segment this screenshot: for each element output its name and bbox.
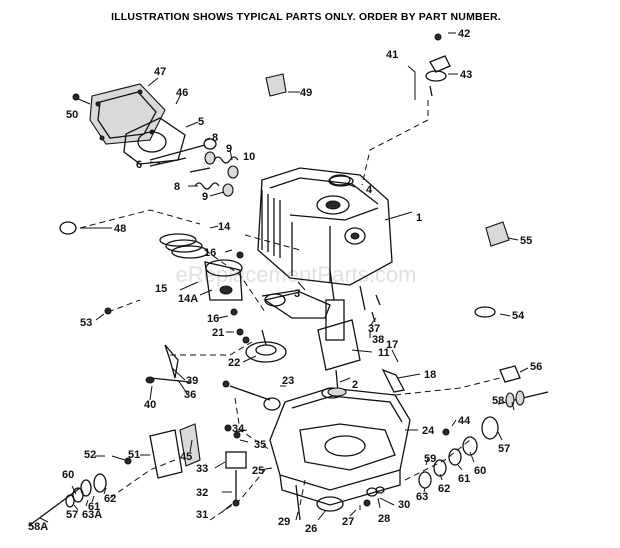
label-46: 46 <box>176 87 188 99</box>
label-21: 21 <box>212 327 224 339</box>
assembly-guide-lines <box>79 100 501 521</box>
label-16-lower: 16 <box>207 313 219 325</box>
breather-parts <box>104 307 201 479</box>
label-25: 25 <box>252 465 264 477</box>
label-8-upper: 8 <box>212 132 218 144</box>
label-48: 48 <box>114 223 126 235</box>
shaft-seal-cluster-right <box>418 365 549 489</box>
label-49: 49 <box>300 87 312 99</box>
label-6: 6 <box>136 159 142 171</box>
label-14: 14 <box>218 221 231 233</box>
label-32: 32 <box>196 487 208 499</box>
label-35: 35 <box>254 439 266 451</box>
crankcase-base <box>269 387 411 506</box>
label-24: 24 <box>422 425 435 437</box>
crankshaft <box>317 269 361 397</box>
label-61-left: 61 <box>88 501 100 513</box>
label-62-left: 62 <box>104 493 116 505</box>
label-58a: 58A <box>28 521 48 533</box>
shaft-seal-cluster-left <box>29 473 107 526</box>
label-56: 56 <box>530 361 542 373</box>
label-11: 11 <box>378 347 390 359</box>
label-4: 4 <box>366 184 373 196</box>
label-28: 28 <box>378 513 390 525</box>
label-47: 47 <box>154 66 166 78</box>
label-18: 18 <box>424 369 436 381</box>
label-42: 42 <box>458 28 470 40</box>
label-57-left: 57 <box>66 509 78 521</box>
label-63: 63 <box>416 491 428 503</box>
label-3: 3 <box>294 288 300 300</box>
label-41: 41 <box>386 49 398 61</box>
label-58: 58 <box>492 395 504 407</box>
label-34: 34 <box>232 423 245 435</box>
label-60-right: 60 <box>474 465 486 477</box>
label-62-right: 62 <box>438 483 450 495</box>
label-10: 10 <box>243 151 255 163</box>
pump-parts <box>224 424 247 507</box>
label-50: 50 <box>66 109 78 121</box>
label-52: 52 <box>84 449 96 461</box>
valve-train <box>149 138 239 197</box>
header-note: ILLUSTRATION SHOWS TYPICAL PARTS ONLY. O… <box>111 11 501 23</box>
label-31: 31 <box>196 509 208 521</box>
connecting-rod <box>236 289 331 344</box>
label-30: 30 <box>398 499 410 511</box>
label-9-lower: 9 <box>202 191 208 203</box>
label-33: 33 <box>196 463 208 475</box>
label-27: 27 <box>342 516 354 528</box>
label-8-lower: 8 <box>174 181 180 193</box>
label-63a: 63A <box>82 509 102 521</box>
label-36: 36 <box>184 389 196 401</box>
label-39: 39 <box>186 375 198 387</box>
label-23: 23 <box>282 375 294 387</box>
label-38: 38 <box>372 334 384 346</box>
part-labels: 1 2 3 4 5 6 8 8 9 9 10 11 14 14A 15 16 1… <box>28 28 542 535</box>
label-45: 45 <box>180 451 192 463</box>
label-14a: 14A <box>178 293 198 305</box>
label-2: 2 <box>352 379 358 391</box>
label-9-upper: 9 <box>226 143 232 155</box>
label-1: 1 <box>416 212 422 224</box>
label-44: 44 <box>458 415 471 427</box>
cover-and-gasket <box>72 83 186 165</box>
label-61-right: 61 <box>458 473 470 485</box>
label-60-left: 60 <box>62 469 74 481</box>
label-22: 22 <box>228 357 240 369</box>
label-15: 15 <box>155 283 167 295</box>
label-59: 59 <box>424 453 436 465</box>
label-26: 26 <box>305 523 317 535</box>
cam-gear <box>222 329 287 411</box>
label-57-right: 57 <box>498 443 510 455</box>
bottom-parts <box>295 484 385 521</box>
label-29: 29 <box>278 516 290 528</box>
misc-right-parts <box>59 33 510 318</box>
label-40: 40 <box>144 399 156 411</box>
piston-assembly <box>159 233 244 316</box>
label-43: 43 <box>460 69 472 81</box>
label-54: 54 <box>512 310 525 322</box>
label-51: 51 <box>128 449 140 461</box>
label-16-upper: 16 <box>204 247 216 259</box>
label-37: 37 <box>368 323 380 335</box>
leader-lines <box>39 32 529 523</box>
label-17: 17 <box>386 339 398 351</box>
cylinder-block <box>257 167 393 286</box>
label-53: 53 <box>80 317 92 329</box>
label-55: 55 <box>520 235 532 247</box>
label-5: 5 <box>198 116 204 128</box>
